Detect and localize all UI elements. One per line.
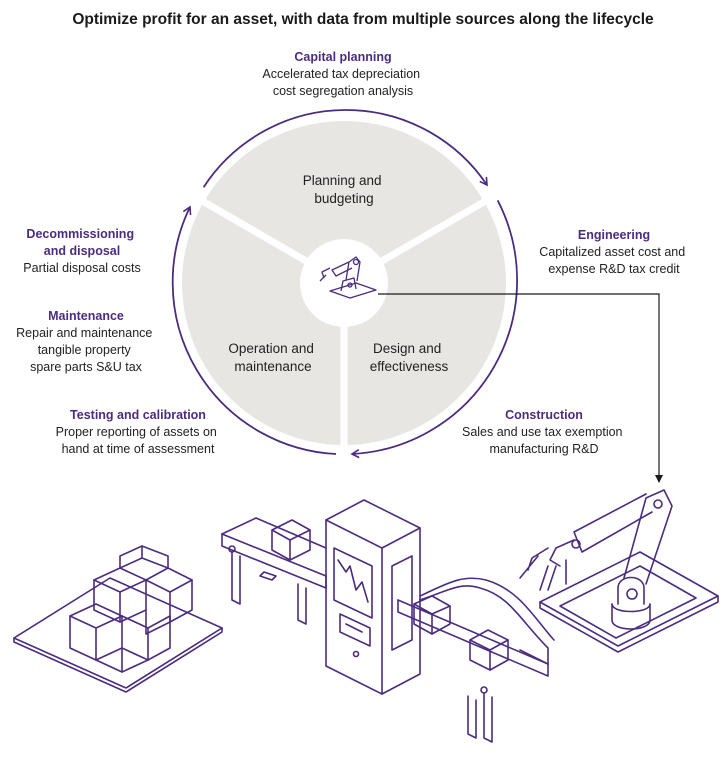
svg-text:Accelerated tax depreciation: Accelerated tax depreciation cost segreg… — [262, 67, 423, 98]
stage-capital-planning: Capital planning Accelerated tax depreci… — [262, 50, 423, 98]
page-title: Optimize profit for an asset, with data … — [72, 11, 654, 28]
segment-planning: Planning and budgeting — [303, 173, 386, 206]
svg-text:Decommissioning and disp: Decommissioning and disposal — [26, 227, 137, 258]
machine-icon — [325, 499, 421, 695]
industrial-robot-icon — [519, 489, 719, 653]
svg-text:Engineering: Engineering — [578, 228, 650, 242]
stage-engineering: Engineering Capitalized asset cost and e… — [539, 228, 688, 276]
svg-text:Sales and use tax exemption: Sales and use tax exemption manufacturin… — [462, 425, 626, 456]
stage-construction: Construction Sales and use tax exemption… — [462, 408, 626, 456]
arrow-left — [171, 205, 337, 455]
svg-text:Repair and maintenance t: Repair and maintenance tangible property… — [16, 326, 156, 374]
svg-text:Construction: Construction — [505, 408, 583, 422]
svg-text:Maintenance: Maintenance — [48, 309, 124, 323]
svg-text:Testing and calibration: Testing and calibration — [70, 408, 206, 422]
svg-text:Partial disposal costs: Partial disposal costs — [23, 261, 140, 275]
arrow-top — [202, 109, 488, 188]
connector-arrow — [378, 293, 663, 483]
factory-line-illustration — [13, 489, 719, 743]
pallet-boxes-icon — [13, 545, 223, 693]
stage-testing: Testing and calibration Proper reporting… — [56, 408, 221, 456]
robot-arm-icon — [319, 256, 377, 299]
segment-operation: Operation and maintenance — [228, 341, 317, 374]
svg-text:Proper reporting of assets on: Proper reporting of assets on hand at ti… — [56, 425, 221, 456]
conveyor-left-icon — [221, 517, 327, 625]
lifecycle-wheel: Planning and budgeting Design and effect… — [171, 109, 518, 459]
segment-design: Design and effectiveness — [370, 341, 449, 374]
arrow-right — [350, 199, 518, 459]
svg-text:Capital planning: Capital planning — [294, 50, 391, 64]
conveyor-right-icon — [397, 577, 555, 743]
stage-maintenance: Maintenance Repair and maintenance tangi… — [16, 309, 156, 374]
lifecycle-arrows — [171, 109, 518, 459]
wheel-hub — [300, 239, 388, 327]
stage-decommissioning: Decommissioning and disposal Partial dis… — [23, 227, 140, 275]
svg-text:Capitalized asset cost and: Capitalized asset cost and expense R&D t… — [539, 245, 688, 276]
